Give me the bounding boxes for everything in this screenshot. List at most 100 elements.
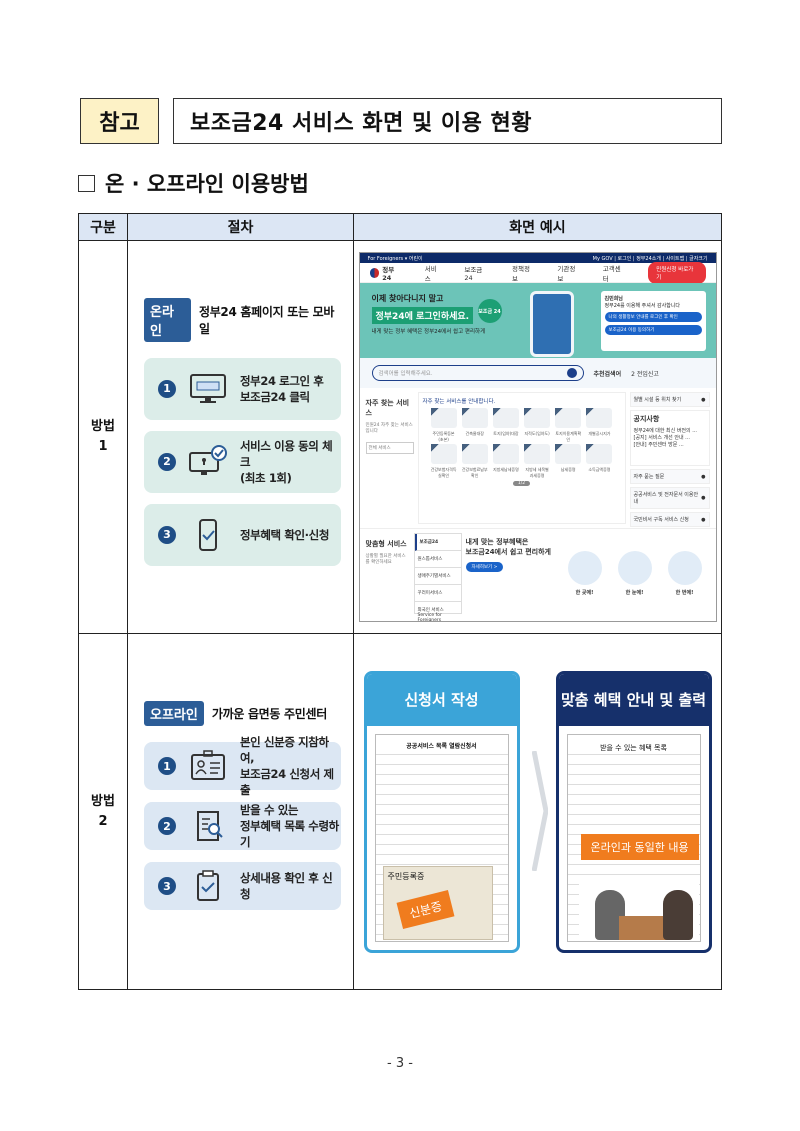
topbar-left-links[interactable]: For Foreigners ▾ 어린이	[367, 255, 423, 262]
feature-circles: 한 곳에! 한 눈에! 한 번에!	[560, 533, 710, 614]
feature-label: 한 곳에!	[575, 590, 594, 596]
custom-tabs: 보조금24 원스톱서비스 생애주기별서비스 꾸러미서비스 외국인 서비스 Ser…	[413, 533, 462, 621]
national-secretary-link[interactable]: 국민비서 구독 서비스 신청●	[629, 512, 710, 527]
custom-services-side: 맞춤형 서비스 상황별 필요한 서비스를 확인하세요	[366, 533, 410, 614]
step-number: 2	[158, 817, 176, 835]
service-icon[interactable]	[586, 444, 613, 464]
tab-onestop[interactable]: 원스톱서비스	[414, 551, 461, 568]
service-icon[interactable]	[430, 444, 457, 464]
subsidy24-badge: 보조금 24	[477, 299, 502, 323]
card-title: 맞춤 혜택 안내 및 출력	[558, 673, 709, 726]
tab-subsidy24[interactable]: 보조금24	[414, 534, 461, 551]
custom-title: 맞춤형 서비스	[365, 540, 407, 548]
faq-link[interactable]: 자주 묻는 질문●	[629, 469, 710, 484]
phone-check-icon	[199, 518, 217, 551]
clipboard-check-icon	[197, 870, 219, 901]
frequent-header: 자주 찾는 서비스를 안내합니다.	[422, 399, 496, 405]
service-icon[interactable]	[461, 444, 488, 464]
step-number: 1	[158, 379, 176, 398]
service-icon[interactable]	[555, 408, 582, 428]
tab-lifecycle[interactable]: 생애주기별서비스	[414, 568, 461, 585]
subsidy-consent-button[interactable]: 보조금24 이용 동의하기	[604, 325, 702, 335]
service-caption: 개별공시지가	[588, 431, 611, 436]
details-button[interactable]: 자세히보기 >	[465, 562, 504, 572]
login-panel: 김민희님 정부24를 이용해 주셔서 감사합니다 나의 생활정보 안내를 로그인…	[600, 291, 706, 351]
method-label: 방법 1	[78, 240, 128, 634]
column-header-category: 구분	[78, 213, 128, 241]
online-procedure: 온라인 정부24 홈페이지 또는 모바일 1 정부24 로그인 후 보조금24 …	[127, 240, 354, 634]
facility-finder-label: 월별 시설 등 위치 찾기	[633, 397, 682, 403]
pitch-line1: 내게 맞는 정부혜택은	[465, 538, 529, 546]
tab-foreigners[interactable]: 외국인 서비스 Service for Foreigners	[415, 602, 461, 621]
site-hero-banner: 이제 찾아다니지 말고 정부24에 로그인하세요. 내게 맞는 정부 혜택은 정…	[359, 283, 716, 358]
step-text-line1: 상세내용 확인 후 신청	[240, 871, 333, 901]
nav-item-support[interactable]: 고객센터	[602, 264, 621, 283]
notice-board: 공지사항 정부24에 대한 최신 버전의 ... [공지] 서비스 개선 안내 …	[629, 410, 710, 466]
notice-item[interactable]: [공지] 서비스 개선 안내 ...	[633, 435, 690, 441]
hero-line3: 내게 맞는 정부 혜택은 정부24에서 쉽고 편리하게	[371, 329, 486, 335]
nav-item-services[interactable]: 서비스	[424, 264, 437, 283]
method-label: 방법 2	[78, 633, 128, 990]
step-text-line1: 본인 신분증 지참하여,	[240, 735, 329, 765]
site-search-input[interactable]: 검색어를 입력해주세요.	[371, 365, 584, 381]
magnifier-icon	[617, 551, 652, 585]
hero-line2: 정부24에 로그인하세요.	[371, 307, 474, 324]
feature-one-click: 한 번에!	[667, 551, 702, 596]
service-icon[interactable]	[461, 408, 488, 428]
step-text-line2: 정부혜택 목록 수령하기	[240, 819, 339, 849]
service-icon[interactable]	[492, 444, 519, 464]
service-icon[interactable]	[555, 444, 582, 464]
chevron-right-icon: ●	[701, 473, 706, 480]
step-number: 3	[158, 877, 176, 895]
tab-bundle[interactable]: 꾸러미서비스	[414, 585, 461, 602]
nav-item-policy[interactable]: 정책정보	[511, 264, 530, 283]
nav-item-agency[interactable]: 기관정보	[557, 264, 576, 283]
topbar-right-links[interactable]: My GOV | 로그인 | 정부24소개 | 사이트맵 | 글자크기	[592, 255, 708, 262]
procedure-step: 1 정부24 로그인 후 보조금24 클릭	[144, 357, 341, 420]
step-text: 본인 신분증 지참하여, 보조금24 신청서 제출	[240, 734, 341, 798]
step-text: 정부혜택 확인·신청	[240, 527, 329, 543]
notice-item[interactable]: [안내] 주민센터 방문 ...	[633, 442, 684, 448]
service-caption: 소득금액증명	[588, 467, 611, 472]
method-label-number: 1	[98, 439, 108, 454]
site-logo[interactable]: 정부24	[369, 264, 403, 282]
service-icon[interactable]	[430, 408, 457, 428]
e-document-link[interactable]: 공공서비스 및 전자문서 이용안내●	[629, 487, 710, 509]
citizen-figure	[662, 889, 693, 940]
step-text: 상세내용 확인 후 신청	[240, 870, 341, 902]
service-icon[interactable]	[492, 408, 519, 428]
civil-petition-button[interactable]: 민원신청 바로가기	[648, 261, 706, 284]
recommend-label: 추천검색어	[593, 370, 622, 378]
table-row-method-1: 방법 1 온라인 정부24 홈페이지 또는 모바일 1 정부24 로그인 후 보…	[78, 240, 722, 634]
step-text-line1: 정부혜택 확인·신청	[240, 527, 330, 542]
method-label-number: 2	[98, 813, 108, 829]
facility-finder[interactable]: 월별 시설 등 위치 찾기●	[629, 392, 710, 407]
right-panel: 월별 시설 등 위치 찾기● 공지사항 정부24에 대한 최신 버전의 ... …	[629, 392, 710, 527]
procedure-step: 2 서비스 이용 동의 체크 (최초 1회)	[144, 430, 341, 493]
login-greeting: 정부24를 이용해 주셔서 감사합니다	[604, 303, 681, 309]
column-header-screen-example: 화면 예시	[353, 213, 722, 241]
feature-one-glance: 한 눈에!	[617, 551, 652, 596]
all-services-button[interactable]: 전체 서비스	[365, 442, 414, 454]
section-heading: 온 · 오프라인 이용방법	[78, 168, 309, 198]
procedure-title: 가까운 읍면동 주민센터	[211, 707, 328, 721]
step-text-line2: 보조금24 신청서 제출	[240, 767, 334, 797]
document-title-row: 참고 보조금24 서비스 화면 및 이용 현황	[80, 98, 722, 144]
search-icon[interactable]	[566, 368, 577, 378]
service-icon[interactable]	[523, 408, 551, 428]
step-text-line1: 받을 수 있는	[240, 803, 299, 817]
service-icon[interactable]	[586, 408, 613, 428]
step-number: 2	[158, 452, 176, 471]
recommend-select[interactable]: 2 전입신고	[631, 370, 659, 378]
procedure-step: 1 본인 신분증 지참하여, 보조금24 신청서 제출	[144, 735, 341, 797]
carousel-pager[interactable]: 1/2	[512, 481, 531, 486]
service-caption: 지적도(임야도)	[524, 431, 550, 436]
life-info-button[interactable]: 나의 생활정보 안내를 로그인 후 확인	[604, 312, 702, 322]
service-icon[interactable]	[523, 444, 551, 464]
notice-item[interactable]: 정부24에 대한 최신 버전의 ...	[633, 428, 698, 434]
service-caption: 납세증명	[560, 467, 576, 472]
nav-item-subsidy24[interactable]: 보조금24	[464, 265, 483, 282]
reference-badge: 참고	[80, 98, 159, 144]
online-tag: 온라인	[144, 297, 191, 342]
